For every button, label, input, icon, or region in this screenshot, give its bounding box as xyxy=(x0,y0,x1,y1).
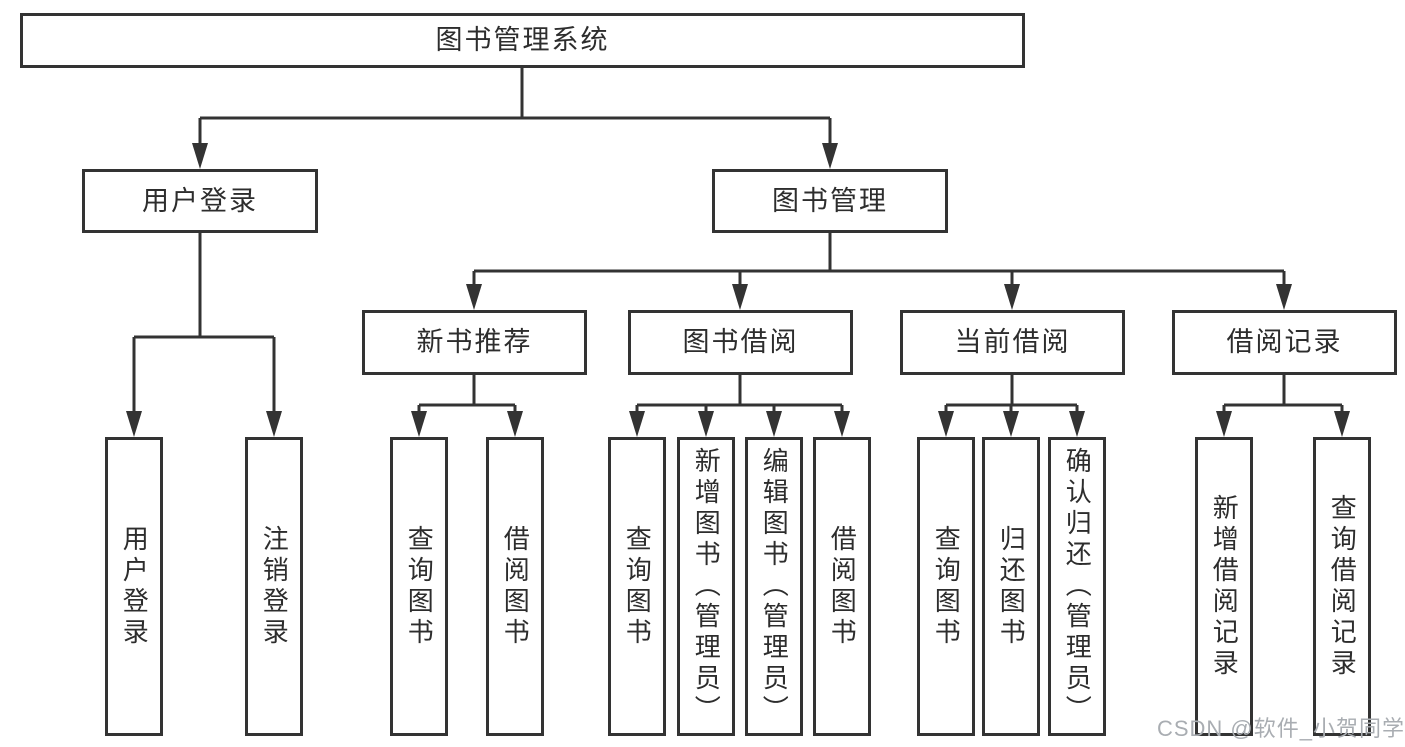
node-book-management: 图书管理 xyxy=(712,169,948,233)
node-bb-add-book-admin-label: 新增图书（管理员） xyxy=(691,447,722,726)
connector-book-borrow-to-children xyxy=(629,375,850,437)
node-user-login: 用户登录 xyxy=(82,169,318,233)
node-new-book-recommend: 新书推荐 xyxy=(362,310,587,375)
node-bb-edit-book-admin: 编辑图书（管理员） xyxy=(745,437,803,736)
node-br-add-record-label: 新增借阅记录 xyxy=(1209,493,1240,680)
node-bb-borrow-book-label: 借阅图书 xyxy=(827,524,858,649)
connector-root-to-level2 xyxy=(192,68,838,169)
node-cb-confirm-return-admin: 确认归还（管理员） xyxy=(1048,437,1106,736)
node-br-query-record-label: 查询借阅记录 xyxy=(1327,493,1358,680)
node-cb-confirm-return-admin-label: 确认归还（管理员） xyxy=(1062,447,1093,726)
watermark: CSDN @软件_小贺同学 xyxy=(1156,716,1405,741)
node-book-management-label: 图书管理 xyxy=(772,185,888,216)
node-rec-query-book-label: 查询图书 xyxy=(404,524,435,649)
node-current-borrow: 当前借阅 xyxy=(900,310,1125,375)
node-bb-borrow-book: 借阅图书 xyxy=(813,437,871,736)
node-book-borrow: 图书借阅 xyxy=(628,310,853,375)
connector-user-login-to-children xyxy=(126,233,282,437)
node-cb-query-book: 查询图书 xyxy=(917,437,975,736)
node-user-login-label: 用户登录 xyxy=(142,185,258,216)
node-rec-query-book: 查询图书 xyxy=(390,437,448,736)
node-cb-return-book: 归还图书 xyxy=(982,437,1040,736)
node-cb-query-book-label: 查询图书 xyxy=(931,524,962,649)
node-book-borrow-label: 图书借阅 xyxy=(682,327,799,357)
node-borrow-record-label: 借阅记录 xyxy=(1226,327,1343,357)
node-bb-add-book-admin: 新增图书（管理员） xyxy=(677,437,735,736)
connector-book-mgmt-to-level3 xyxy=(466,233,1292,310)
node-cb-return-book-label: 归还图书 xyxy=(996,524,1027,649)
node-root: 图书管理系统 xyxy=(20,13,1025,68)
node-bb-query-book-label: 查询图书 xyxy=(622,524,653,649)
connector-new-book-rec-to-children xyxy=(411,375,523,437)
node-rec-borrow-book-label: 借阅图书 xyxy=(500,524,531,649)
node-br-add-record: 新增借阅记录 xyxy=(1195,437,1253,736)
node-br-query-record: 查询借阅记录 xyxy=(1313,437,1371,736)
node-logout: 注销登录 xyxy=(245,437,303,736)
node-bb-edit-book-admin-label: 编辑图书（管理员） xyxy=(759,447,790,726)
node-login-label: 用户登录 xyxy=(119,524,150,649)
node-logout-label: 注销登录 xyxy=(259,524,290,649)
node-current-borrow-label: 当前借阅 xyxy=(954,327,1071,357)
connector-borrow-record-to-children xyxy=(1216,375,1350,437)
node-bb-query-book: 查询图书 xyxy=(608,437,666,736)
node-borrow-record: 借阅记录 xyxy=(1172,310,1397,375)
connector-current-borrow-to-children xyxy=(938,375,1085,437)
node-rec-borrow-book: 借阅图书 xyxy=(486,437,544,736)
node-root-label: 图书管理系统 xyxy=(435,25,610,55)
node-new-book-recommend-label: 新书推荐 xyxy=(416,327,533,357)
node-login: 用户登录 xyxy=(105,437,163,736)
